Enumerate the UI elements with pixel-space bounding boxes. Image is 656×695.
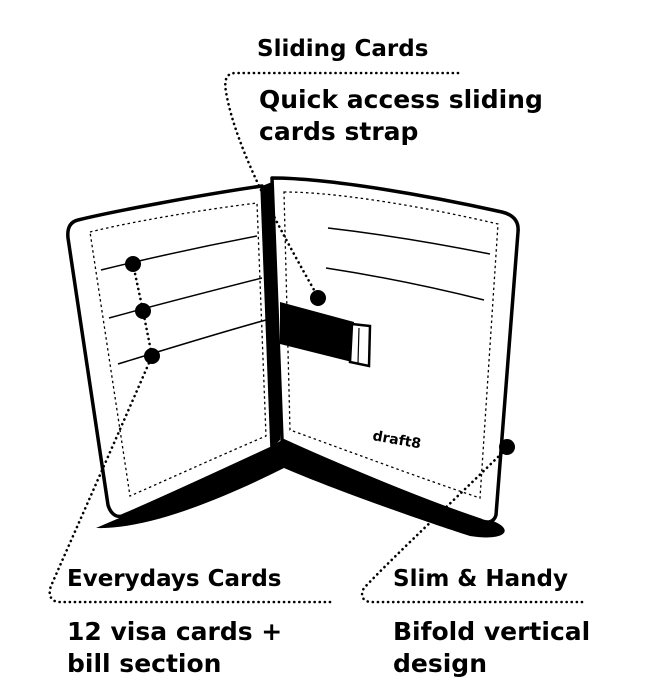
sliding-marker-dot <box>310 290 326 306</box>
wallet-base-shadow <box>96 440 505 538</box>
everyday-marker-dot-3 <box>144 348 160 364</box>
sliding-cards-title: Sliding Cards <box>257 36 429 62</box>
everyday-callout-leader <box>48 256 332 604</box>
slim-handy-description: Bifold vertical design <box>393 616 590 680</box>
slim-handy-desc-line-1: Bifold vertical <box>393 617 591 646</box>
slim-handy-desc-line-2: design <box>393 649 487 678</box>
everyday-marker-dot-1 <box>125 256 141 272</box>
sliding-callout-leader <box>224 71 460 306</box>
slim-callout-leader <box>360 439 584 604</box>
sliding-cards-desc-line-1: Quick access sliding <box>259 85 543 114</box>
everyday-cards-description: 12 visa cards + bill section <box>67 616 282 680</box>
sliding-cards-desc-line-2: cards strap <box>259 117 419 146</box>
sliding-strap <box>280 302 354 362</box>
everyday-cards-desc-line-1: 12 visa cards + <box>67 617 283 646</box>
card-slot-line <box>117 319 267 365</box>
card-slot-line <box>325 267 485 301</box>
sliding-cards-description: Quick access sliding cards strap <box>259 84 543 148</box>
slim-marker-dot <box>499 439 515 455</box>
card-slot-line <box>100 235 258 271</box>
everyday-marker-dot-2 <box>135 303 151 319</box>
strap-pull-tab <box>348 322 372 368</box>
right-panel-stitching <box>283 191 499 499</box>
card-slot-line <box>108 277 263 319</box>
wallet-right-panel <box>270 176 520 524</box>
everyday-cards-title: Everydays Cards <box>67 566 282 592</box>
slim-handy-title: Slim & Handy <box>393 566 568 592</box>
left-panel-stitching <box>89 202 267 497</box>
card-slot-line <box>327 227 491 255</box>
everyday-cards-desc-line-2: bill section <box>67 649 222 678</box>
